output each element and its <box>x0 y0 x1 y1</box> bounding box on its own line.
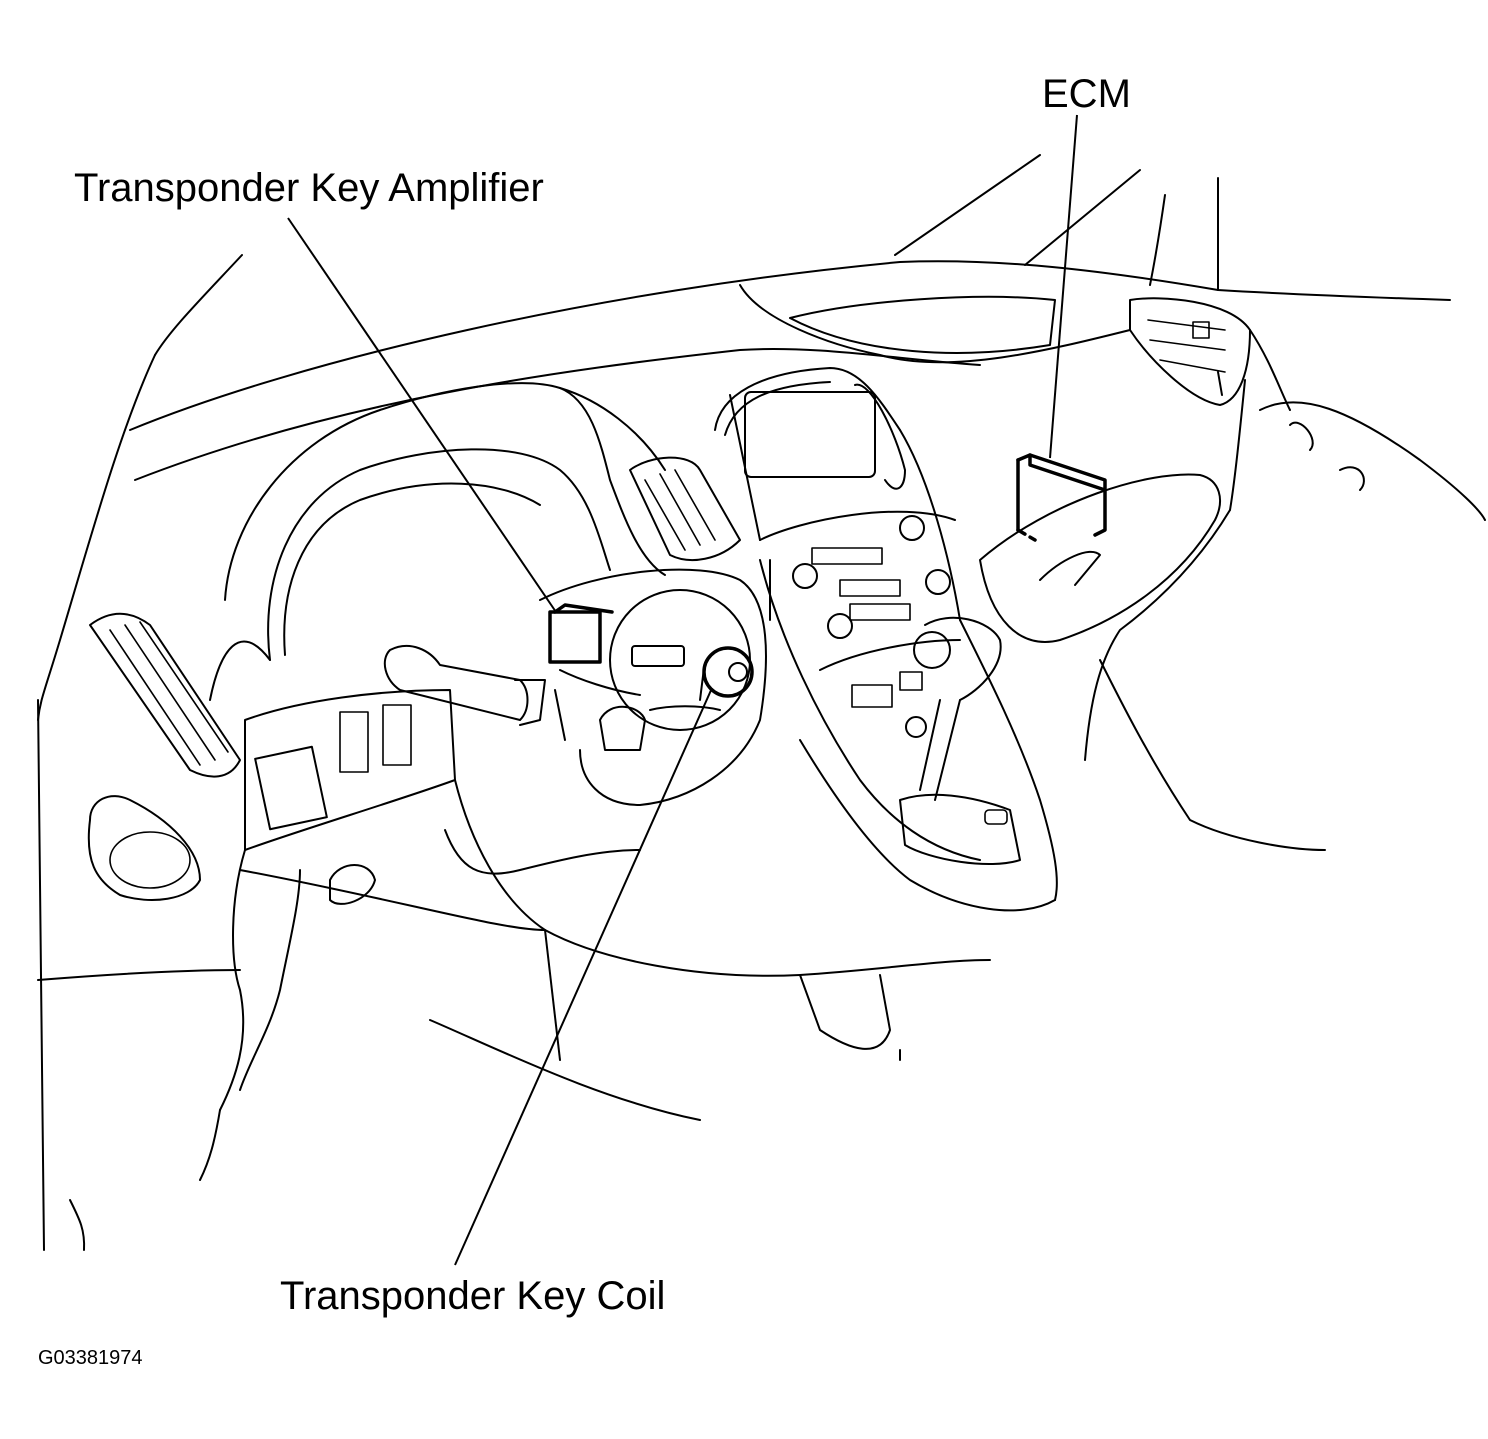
ecm-module <box>1016 453 1107 542</box>
transponder-key-coil-label: Transponder Key Coil <box>280 1274 666 1318</box>
transponder-key-amplifier-label: Transponder Key Amplifier <box>74 166 544 210</box>
dashboard-top <box>37 260 1219 1251</box>
ecm-leader-line <box>1049 114 1078 459</box>
ecm-label: ECM <box>1042 72 1131 116</box>
coil-leader-line <box>454 687 713 1266</box>
steering-column <box>539 568 767 806</box>
figure-id: G03381974 <box>38 1347 143 1369</box>
instrument-cluster <box>209 382 666 701</box>
right-vent <box>1129 297 1486 521</box>
center-stack <box>714 367 1058 912</box>
switch-panel <box>37 689 456 1251</box>
glove-box <box>979 379 1326 851</box>
center-vent <box>629 383 906 561</box>
shift-lever <box>899 616 1021 865</box>
lower-dash <box>239 779 991 1121</box>
windshield-lines <box>154 154 1451 356</box>
amplifier-leader-line <box>287 217 557 613</box>
leader-lines <box>287 114 1078 1266</box>
amplifier-box <box>548 610 602 664</box>
turn-signal-stalk <box>383 645 546 726</box>
left-vent <box>87 612 241 901</box>
